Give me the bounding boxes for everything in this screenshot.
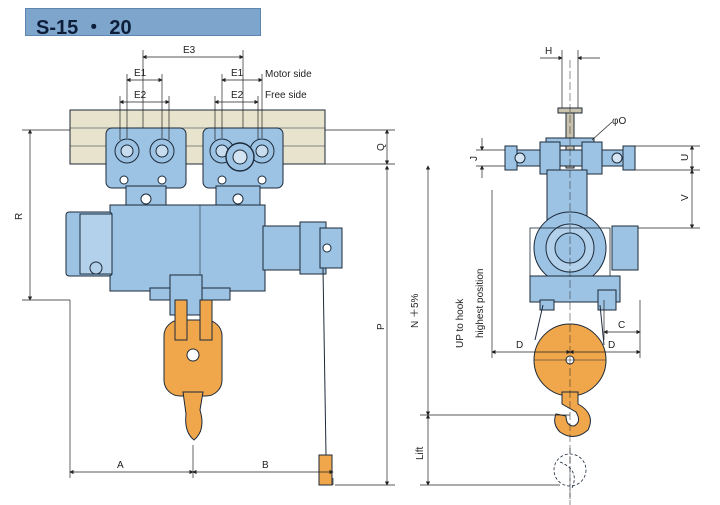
label-A: A xyxy=(117,460,124,471)
label-lift: Lift xyxy=(415,446,426,460)
label-H: H xyxy=(545,46,552,57)
right-labels: H φO J U V N ＋5% UP to hook highest posi… xyxy=(410,46,691,460)
hook xyxy=(182,391,204,441)
left-labels: E3 E1 E2 E1 E2 Motor side Free side Q R … xyxy=(14,45,387,471)
label-E1-left: E1 xyxy=(134,68,147,79)
label-phiO: φO xyxy=(612,116,626,127)
right-dimensions xyxy=(420,50,700,505)
label-N: N ＋5% xyxy=(410,293,421,328)
gearbox-right xyxy=(262,225,304,271)
label-D-left: D xyxy=(516,340,523,351)
label-P: P xyxy=(376,323,387,330)
label-J: J xyxy=(469,156,480,161)
left-view xyxy=(65,109,343,486)
rope-right xyxy=(599,304,605,346)
wire-rope xyxy=(322,267,327,456)
label-E3: E3 xyxy=(183,45,196,56)
label-U: U xyxy=(680,154,691,161)
control-box xyxy=(611,225,639,271)
label-E2-left: E2 xyxy=(134,90,147,101)
label-highest-position: highest position xyxy=(475,269,486,339)
label-R: R xyxy=(14,213,25,220)
label-V: V xyxy=(680,194,691,201)
left-dimensions xyxy=(22,50,395,486)
hook-side xyxy=(554,391,591,437)
pendant-switch xyxy=(318,454,333,486)
rope-left xyxy=(534,304,544,341)
right-view xyxy=(504,107,639,500)
label-E1-right: E1 xyxy=(231,68,244,79)
label-E2-right: E2 xyxy=(231,90,244,101)
label-up-to-hook: UP to hook xyxy=(455,298,466,348)
label-D-right: D xyxy=(608,340,615,351)
label-free-side: Free side xyxy=(265,90,307,101)
label-motor-side: Motor side xyxy=(265,69,312,80)
label-Q: Q xyxy=(376,143,387,151)
model-title: S-15 ・ 20 xyxy=(36,17,132,39)
label-C: C xyxy=(618,320,625,331)
label-B: B xyxy=(262,460,269,471)
title-banner: S-15 ・ 20 xyxy=(25,8,261,39)
